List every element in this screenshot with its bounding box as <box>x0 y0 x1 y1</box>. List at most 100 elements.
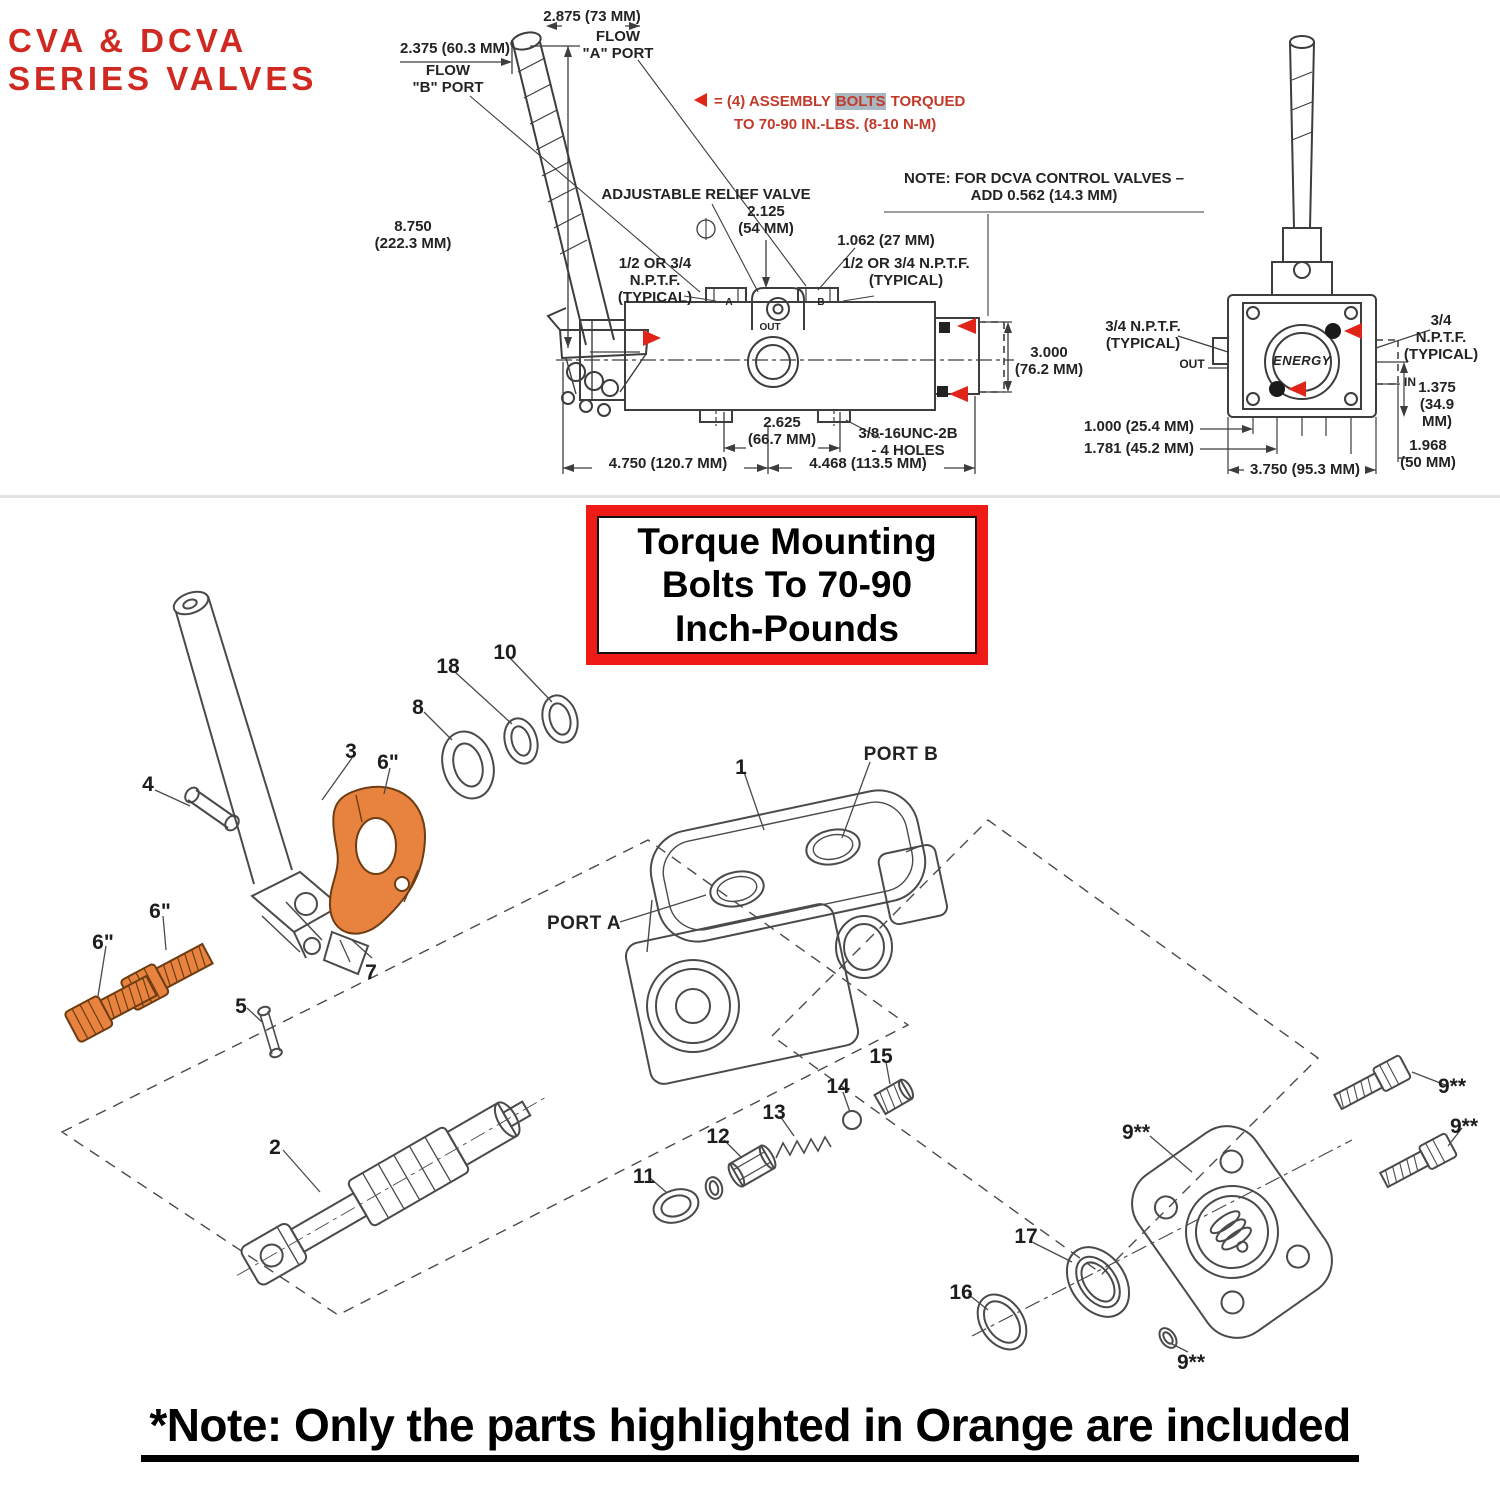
part-callout-2: 2 <box>269 1136 281 1159</box>
oring-part-16-art <box>976 1293 1028 1351</box>
part-callout-16: 16 <box>949 1281 973 1304</box>
part-callout-9d: 9** <box>1176 1351 1206 1374</box>
handle-art <box>510 31 615 346</box>
part-callout-9a: 9** <box>1437 1075 1467 1098</box>
ev-out-label: OUT <box>1179 357 1205 371</box>
bolt-9-art-lower <box>1378 1132 1458 1189</box>
dim-4468: 4.468 (113.5 MM) <box>809 455 927 472</box>
side-view-drawing <box>400 22 1204 474</box>
dim-1000: 1.000 (25.4 MM) <box>1083 418 1195 435</box>
spring-part-13-art <box>775 1135 832 1159</box>
dim-1968: 1.968 (50 MM) <box>1400 437 1456 472</box>
assembly-bolts-note: = (4) ASSEMBLY BOLTS TORQUED TO 70-90 IN… <box>694 90 965 137</box>
dcva-note: NOTE: FOR DCVA CONTROL VALVES – ADD 0.56… <box>903 170 1185 205</box>
port-b-label: PORT B <box>863 744 939 765</box>
bolt-9-art-upper <box>1332 1054 1412 1111</box>
ev-nptf-left: 3/4 N.P.T.F. (TYPICAL) <box>1105 318 1181 353</box>
dim-2125: 2.125 (54 MM) <box>738 203 794 238</box>
bolt-6-art-orange-lower <box>64 974 158 1043</box>
callout-leader-lines <box>97 657 1463 1353</box>
pin-part-5-art <box>257 1005 283 1059</box>
dashed-plane-right <box>770 819 1320 1275</box>
seal-part-17-art <box>1065 1246 1131 1318</box>
torque-instruction-box: Torque Mounting Bolts To 70-90 Inch-Poun… <box>586 505 988 665</box>
exploded-handle-art <box>172 590 370 976</box>
part-callout-9b: 9** <box>1121 1121 1151 1144</box>
torque-instruction-text: Torque Mounting Bolts To 70-90 Inch-Poun… <box>597 516 977 654</box>
part-callout-15: 15 <box>869 1045 893 1068</box>
part-callout-12: 12 <box>706 1125 730 1148</box>
torque-line3: Inch-Pounds <box>674 607 900 649</box>
dim-1375: 1.375 (34.9 MM) <box>1418 379 1456 431</box>
assembly-bolt-arrow-icons-end <box>1288 323 1362 397</box>
assembly-note-suffix: TORQUED <box>886 93 966 110</box>
cover-axis-line <box>971 1139 1353 1337</box>
plug-part-15-art <box>873 1078 914 1116</box>
part-callout-3: 3 <box>345 740 357 763</box>
dim-2625: 2.625 (66.7 MM) <box>747 414 817 449</box>
fitting-part-12-art <box>727 1144 777 1188</box>
flow-a-port-label: FLOW "A" PORT <box>582 28 654 63</box>
valve-body-side-art <box>556 287 1014 426</box>
out-mark: OUT <box>759 322 781 333</box>
relief-valve-label: ADJUSTABLE RELIEF VALVE <box>601 186 811 203</box>
valve-body-exploded-art <box>624 789 949 1085</box>
dim-2375: 2.375 (60.3 MM) <box>399 40 511 57</box>
dim-1781: 1.781 (45.2 MM) <box>1083 440 1195 457</box>
energy-brand-label: ENERGY <box>1273 353 1331 368</box>
part-callout-17: 17 <box>1014 1225 1038 1248</box>
ev-nptf-right: 3/4 N.P.T.F. (TYPICAL) <box>1403 312 1479 364</box>
end-view-dimension-lines <box>1177 329 1431 474</box>
part-callout-13: 13 <box>762 1101 786 1124</box>
nptf-left-label: 1/2 OR 3/4 N.P.T.F. (TYPICAL) <box>617 255 693 307</box>
dim-8750: 8.750 (222.3 MM) <box>374 218 452 253</box>
port-b-mark: B <box>817 297 825 308</box>
thread-spec-label: 3/8-16UNC-2B - 4 HOLES <box>858 425 958 460</box>
washer-small-art <box>704 1176 724 1200</box>
part-callout-9c: 9** <box>1449 1115 1479 1138</box>
part-callout-10: 10 <box>493 641 517 664</box>
part-callout-14: 14 <box>826 1075 850 1098</box>
port-a-mark: A <box>725 297 733 308</box>
dashed-plane-left <box>60 839 910 1316</box>
orange-parts-note: *Note: Only the parts highlighted in Ora… <box>141 1398 1359 1462</box>
brand-title-line1: CVA & DCVA <box>8 22 248 59</box>
torque-line2: Bolts To 70-90 <box>661 564 913 606</box>
assembly-bolts-note-line1: = (4) ASSEMBLY BOLTS TORQUED <box>694 90 965 113</box>
ev-in-label: IN <box>1404 375 1416 389</box>
brand-title-line2: SERIES VALVES <box>8 60 318 98</box>
dim-4750: 4.750 (120.7 MM) <box>608 455 728 472</box>
dim-3000: 3.000 (76.2 MM) <box>1014 344 1084 379</box>
assembly-bolts-note-line2: TO 70-90 IN.-LBS. (8-10 N-M) <box>734 116 937 134</box>
part-callout-7: 7 <box>365 961 377 984</box>
part-callout-1: 1 <box>735 756 747 779</box>
cover-flange-art <box>1131 1125 1333 1339</box>
part-callout-6c: 6" <box>92 931 114 954</box>
washer-10-art <box>541 694 579 744</box>
part-callout-8: 8 <box>412 696 424 719</box>
assembly-bolt-arrow-icons <box>643 318 976 402</box>
part-callout-6b: 6" <box>149 900 171 923</box>
section-divider <box>0 495 1500 498</box>
part-callout-6a: 6" <box>377 751 399 774</box>
nptf-right-label: 1/2 OR 3/4 N.P.T.F. (TYPICAL) <box>842 255 970 290</box>
dim-2875: 2.875 (73 MM) <box>543 8 641 25</box>
washer-18-art <box>503 717 539 765</box>
part-callout-5: 5 <box>235 995 247 1018</box>
end-view-drawing <box>1177 35 1431 474</box>
part-callout-4: 4 <box>142 773 154 796</box>
side-view-dimension-lines <box>400 22 1204 474</box>
assembly-note-bolts-highlight: BOLTS <box>834 93 887 110</box>
flow-b-port-label: FLOW "B" PORT <box>412 62 484 97</box>
pin-part-4-art <box>184 786 240 832</box>
clamp-part-6-art-orange <box>328 785 427 935</box>
footer: *Note: Only the parts highlighted in Ora… <box>0 1398 1500 1462</box>
part-callout-11: 11 <box>632 1165 656 1188</box>
port-a-label: PORT A <box>546 913 622 934</box>
brand-title: CVA & DCVA SERIES VALVES <box>8 22 317 99</box>
part-callout-18: 18 <box>436 655 460 678</box>
dim-3750: 3.750 (95.3 MM) <box>1249 461 1361 478</box>
dim-1062: 1.062 (27 MM) <box>837 232 935 249</box>
ball-part-14-art <box>842 1110 862 1130</box>
